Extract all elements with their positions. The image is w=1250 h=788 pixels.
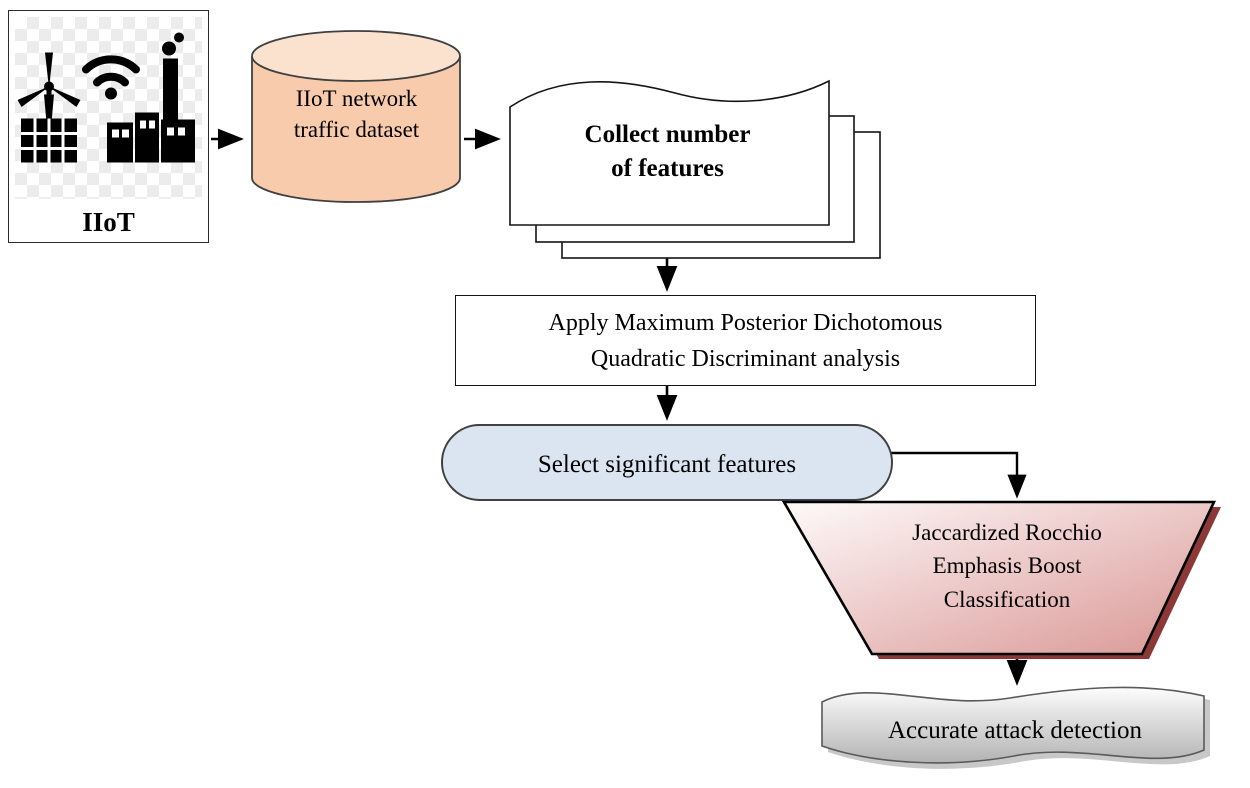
collect-features-document-stack xyxy=(509,79,881,259)
dataset-cylinder-body xyxy=(251,56,461,203)
classification-node-text: Jaccardized Rocchio Emphasis Boost Class… xyxy=(862,516,1152,616)
classification-text-line1: Jaccardized Rocchio xyxy=(912,520,1102,545)
dataset-text-line1: IIoT network xyxy=(295,86,418,111)
collect-node-text: Collect number of features xyxy=(535,118,800,186)
dataset-cylinder-node xyxy=(251,30,461,203)
transparency-checker-background xyxy=(15,17,202,199)
classification-trapezoid-shape xyxy=(781,500,1217,656)
result-document-shape xyxy=(821,686,1205,764)
result-document-node xyxy=(821,686,1210,769)
iiot-illustration xyxy=(17,32,195,163)
collect-text-line2: of features xyxy=(611,154,724,182)
connector-select-to-classification xyxy=(891,451,1027,499)
select-features-node xyxy=(441,424,893,501)
select-features-stadium-shape xyxy=(441,424,893,501)
classification-text-line3: Classification xyxy=(943,586,1071,612)
classification-node xyxy=(781,500,1221,659)
iiot-label: IIoT xyxy=(82,207,135,237)
collect-text-line1: Collect number xyxy=(584,121,751,148)
document-sheet-front xyxy=(509,79,830,226)
wifi-icon xyxy=(82,55,140,100)
result-node-text: Accurate attack detection xyxy=(887,717,1143,744)
dataset-text-line2: traffic dataset xyxy=(293,117,420,143)
factory-icon xyxy=(107,32,195,163)
classification-text-line2: Emphasis Boost xyxy=(932,553,1082,579)
solar-panel-icon xyxy=(21,118,77,163)
dataset-node-text: IIoT network traffic dataset xyxy=(252,83,461,145)
dataset-cylinder-top xyxy=(251,30,461,82)
analysis-text-line2: Quadratic Discriminant analysis xyxy=(590,345,901,372)
iiot-image-node: IIoT xyxy=(8,10,209,243)
analysis-process-node: Apply Maximum Posterior Dichotomous Quad… xyxy=(455,295,1036,386)
analysis-text-line1: Apply Maximum Posterior Dichotomous xyxy=(548,309,943,336)
select-node-text: Select significant features xyxy=(537,451,797,478)
